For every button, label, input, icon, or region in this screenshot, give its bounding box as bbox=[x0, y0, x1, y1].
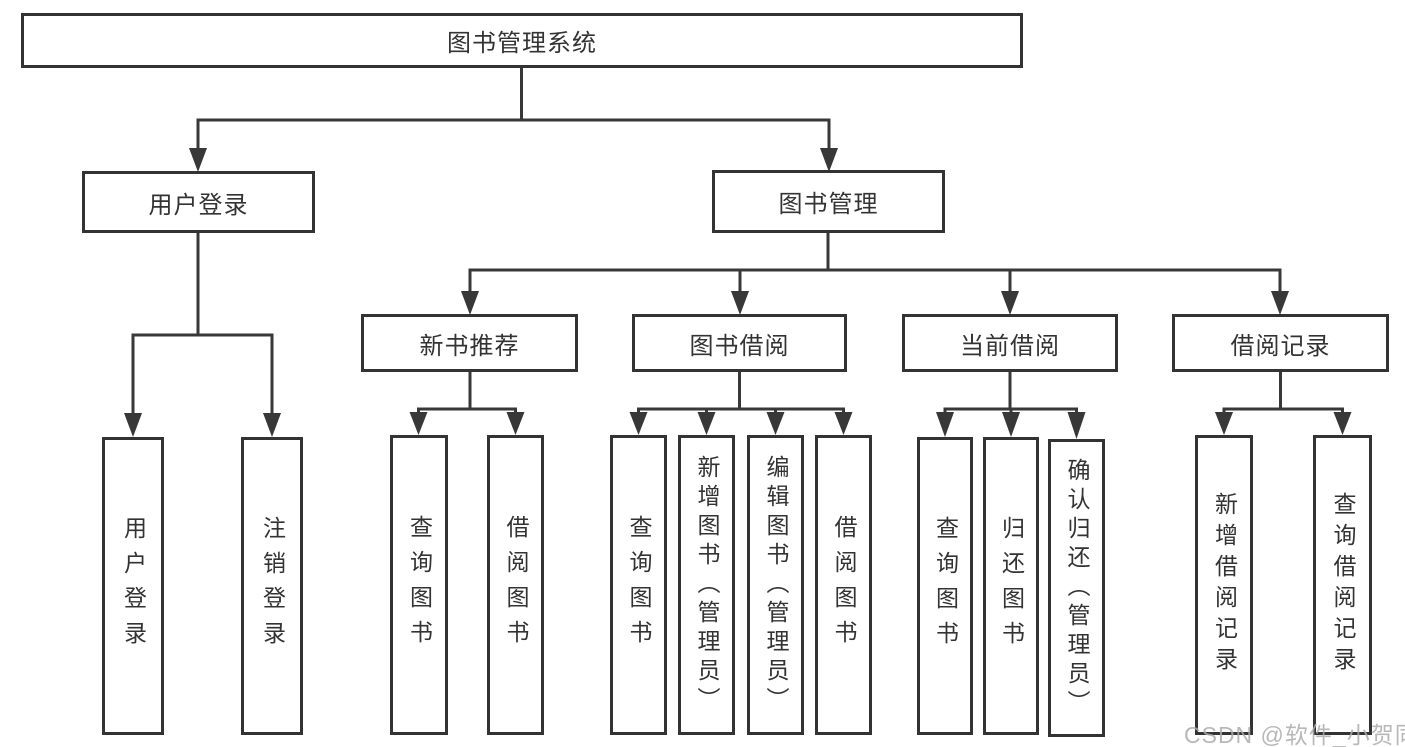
node-new-book-recommend-label: 新书推荐 bbox=[419, 332, 520, 360]
leaf-return-books-label: 归还图书 bbox=[998, 516, 1025, 656]
edge-root-to-level2 bbox=[189, 68, 838, 172]
node-user-login: 用户登录 bbox=[82, 171, 315, 233]
leaf-logout-label: 注销登录 bbox=[259, 516, 286, 656]
node-root-label: 图书管理系统 bbox=[447, 30, 597, 57]
leaf-add-borrow-record-label: 新增借阅记录 bbox=[1211, 492, 1238, 678]
leaf-user-login-label: 用户登录 bbox=[120, 516, 147, 656]
edge-current-borrow-to-leaves bbox=[936, 372, 1086, 439]
leaf-confirm-return-admin: 确认归还（管理员） bbox=[1048, 439, 1105, 737]
node-book-management: 图书管理 bbox=[712, 170, 945, 233]
leaf-query-borrow-record-label: 查询借阅记录 bbox=[1330, 492, 1356, 678]
node-user-login-label: 用户登录 bbox=[148, 191, 249, 219]
leaf-newbook-query-books-label: 查询图书 bbox=[406, 515, 433, 655]
node-new-book-recommend: 新书推荐 bbox=[361, 314, 578, 372]
leaf-current-query-books: 查询图书 bbox=[917, 437, 973, 735]
node-current-borrowing: 当前借阅 bbox=[902, 314, 1118, 372]
leaf-add-books-admin: 新增图书（管理员） bbox=[678, 435, 735, 735]
leaf-user-login: 用户登录 bbox=[102, 437, 164, 735]
leaf-borrow-books: 借阅图书 bbox=[815, 435, 872, 735]
leaf-current-query-books-label: 查询图书 bbox=[932, 516, 959, 656]
edge-user-login-to-leaves bbox=[124, 232, 281, 437]
leaf-return-books: 归还图书 bbox=[983, 437, 1039, 735]
edge-book-mgmt-to-level3 bbox=[461, 232, 1289, 315]
node-current-borrowing-label: 当前借阅 bbox=[960, 332, 1060, 360]
leaf-newbook-query-books: 查询图书 bbox=[390, 435, 448, 735]
node-borrowing-records: 借阅记录 bbox=[1172, 314, 1389, 372]
leaf-newbook-borrow-books: 借阅图书 bbox=[487, 435, 544, 735]
leaf-logout: 注销登录 bbox=[241, 437, 303, 735]
edge-book-borrow-to-leaves bbox=[629, 372, 853, 435]
node-book-management-label: 图书管理 bbox=[778, 191, 879, 218]
leaf-add-books-admin-label: 新增图书（管理员） bbox=[694, 454, 720, 716]
edge-new-books-to-leaves bbox=[409, 372, 525, 435]
leaf-query-borrow-record: 查询借阅记录 bbox=[1313, 435, 1372, 735]
csdn-watermark: CSDN @软件_小贺同学 bbox=[1184, 722, 1405, 747]
node-borrowing-records-label: 借阅记录 bbox=[1230, 332, 1331, 360]
leaf-confirm-return-admin-label: 确认归还（管理员） bbox=[1064, 457, 1090, 719]
leaf-newbook-borrow-books-label: 借阅图书 bbox=[503, 515, 529, 655]
leaf-borrow-books-label: 借阅图书 bbox=[831, 515, 857, 655]
leaf-add-borrow-record: 新增借阅记录 bbox=[1195, 435, 1253, 735]
leaf-edit-books-admin: 编辑图书（管理员） bbox=[747, 435, 804, 735]
node-book-borrowing-label: 图书借阅 bbox=[689, 332, 790, 360]
edge-borrow-records-to-leaves bbox=[1215, 372, 1352, 435]
node-root: 图书管理系统 bbox=[21, 13, 1023, 68]
leaf-edit-books-admin-label: 编辑图书（管理员） bbox=[763, 454, 789, 716]
node-book-borrowing: 图书借阅 bbox=[632, 314, 847, 372]
leaf-borrow-query-books-label: 查询图书 bbox=[626, 515, 652, 655]
leaf-borrow-query-books: 查询图书 bbox=[610, 435, 667, 735]
